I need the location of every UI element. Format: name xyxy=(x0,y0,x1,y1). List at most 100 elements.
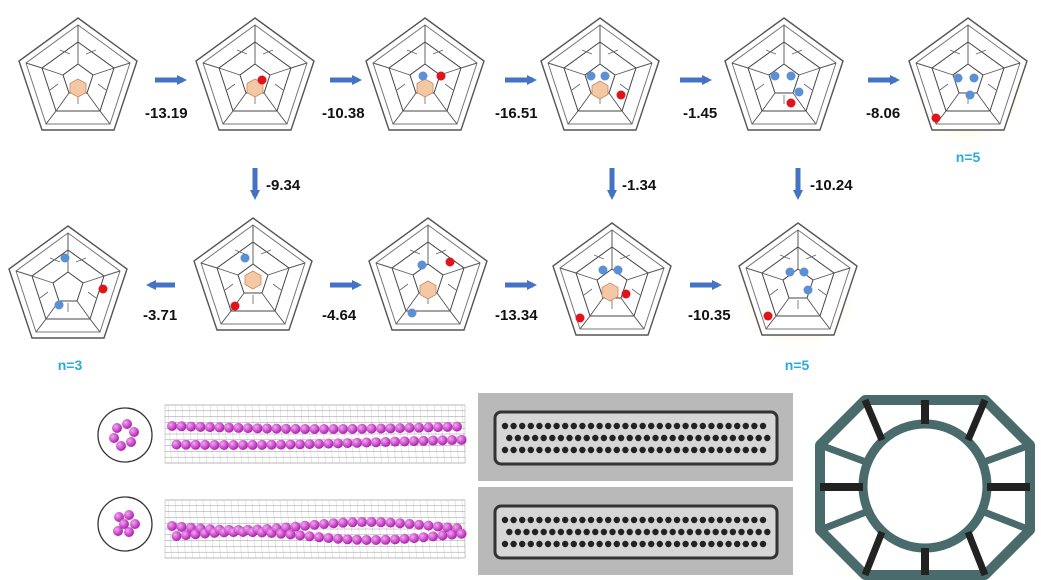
blue-atom xyxy=(60,253,70,263)
cross-section-bottom xyxy=(97,496,153,552)
chain-atom xyxy=(247,439,258,450)
chain-atom xyxy=(376,423,386,434)
energy-bottom-2: -13.34 xyxy=(495,307,538,324)
blue-atom xyxy=(969,73,979,83)
chain-atom xyxy=(300,520,310,531)
chain-atom xyxy=(371,534,381,545)
chain-atom xyxy=(371,437,381,448)
bottom-cage-3 xyxy=(368,217,488,331)
chain-atom xyxy=(347,517,358,528)
red-atom xyxy=(230,301,240,311)
chain-atom xyxy=(304,531,315,542)
top-cage-1 xyxy=(18,17,138,131)
chain-atom xyxy=(323,533,334,544)
chain-atom xyxy=(281,423,291,434)
chain-atom xyxy=(257,439,267,450)
chain-atom xyxy=(200,439,210,450)
chain-atom xyxy=(361,437,372,448)
energy-top-3: -16.51 xyxy=(495,105,538,122)
chain-atom xyxy=(423,520,434,531)
chain-atom xyxy=(418,532,429,543)
n-label-top: n=5 xyxy=(956,149,981,165)
energy-bottom-3: -10.35 xyxy=(688,307,731,324)
n-label-bottom-left: n=3 xyxy=(58,357,83,373)
chain-atom xyxy=(418,435,429,446)
blue-atom xyxy=(586,71,596,81)
chain-atom xyxy=(342,534,353,545)
chain-atom xyxy=(176,521,187,532)
chain-atom xyxy=(205,422,215,433)
red-atom xyxy=(575,313,585,323)
chain-atom xyxy=(347,423,358,434)
chain-atom xyxy=(309,519,320,530)
chain-atom xyxy=(399,436,410,447)
blue-atom xyxy=(407,308,417,318)
red-atom xyxy=(786,98,796,108)
chain-atom xyxy=(404,422,415,433)
bottom-cage-4 xyxy=(552,222,672,336)
chain-atom xyxy=(304,439,315,450)
blue-atom xyxy=(794,87,804,97)
chain-atom xyxy=(190,439,201,450)
chain-atom xyxy=(309,423,320,434)
red-atom xyxy=(98,284,108,294)
chain-atom xyxy=(442,421,453,432)
chain-atom xyxy=(290,423,301,434)
chain-atom xyxy=(333,438,343,449)
energy-down-3: -10.24 xyxy=(810,177,853,194)
chain-atom xyxy=(433,422,443,433)
chain-atom xyxy=(328,518,339,529)
chain-atom xyxy=(171,439,182,450)
cage-model xyxy=(812,393,1037,580)
chain-atom xyxy=(181,439,191,450)
red-atom xyxy=(763,311,773,321)
chain-atom xyxy=(456,434,467,445)
chain-atom xyxy=(404,518,415,529)
chain-atom xyxy=(390,436,400,447)
chain-atom xyxy=(233,422,244,433)
blue-atom xyxy=(598,265,608,275)
energy-top-2: -10.38 xyxy=(322,105,365,122)
chain-atom xyxy=(333,533,343,544)
chain-atom xyxy=(385,517,396,528)
chain-atom xyxy=(376,517,386,528)
chain-atom xyxy=(390,534,400,545)
chain-atom xyxy=(361,534,372,545)
chain-atom xyxy=(338,423,348,434)
bottom-cage-2 xyxy=(193,217,313,331)
bottom-cage-1 xyxy=(8,225,128,342)
chain-atom xyxy=(437,435,448,446)
chain-atom xyxy=(243,423,253,434)
chain-atom xyxy=(442,522,453,533)
chain-atom xyxy=(409,533,419,544)
chain-atom xyxy=(209,439,220,450)
chain-atom xyxy=(319,518,329,529)
bottom-cage-5 xyxy=(738,222,858,350)
energy-down-2: -1.34 xyxy=(622,177,657,194)
tem-image-bottom xyxy=(478,487,793,575)
energy-bottom-1: -4.64 xyxy=(322,307,357,324)
chain-atom xyxy=(295,439,305,450)
chain-atom xyxy=(437,530,448,541)
chain-atom xyxy=(456,528,467,539)
chain-atom xyxy=(176,421,187,432)
chain-atom xyxy=(395,423,405,434)
chain-atom xyxy=(300,423,310,434)
chain-atom xyxy=(357,517,367,528)
chain-atom xyxy=(214,422,225,433)
top-cage-2 xyxy=(195,17,315,131)
chain-atom xyxy=(328,423,339,434)
chain-atom xyxy=(452,421,462,432)
chain-atom xyxy=(380,436,391,447)
chain-atom xyxy=(428,435,438,446)
chain-atom xyxy=(186,421,196,432)
energy-down-1: -9.34 xyxy=(266,177,301,194)
blue-atom xyxy=(600,71,610,81)
chain-atom xyxy=(295,530,305,541)
blue-atom xyxy=(54,300,64,310)
chain-atom xyxy=(414,519,424,530)
chain-atom xyxy=(285,439,296,450)
chain-atom xyxy=(323,438,334,449)
top-cage-6 xyxy=(908,17,1028,146)
